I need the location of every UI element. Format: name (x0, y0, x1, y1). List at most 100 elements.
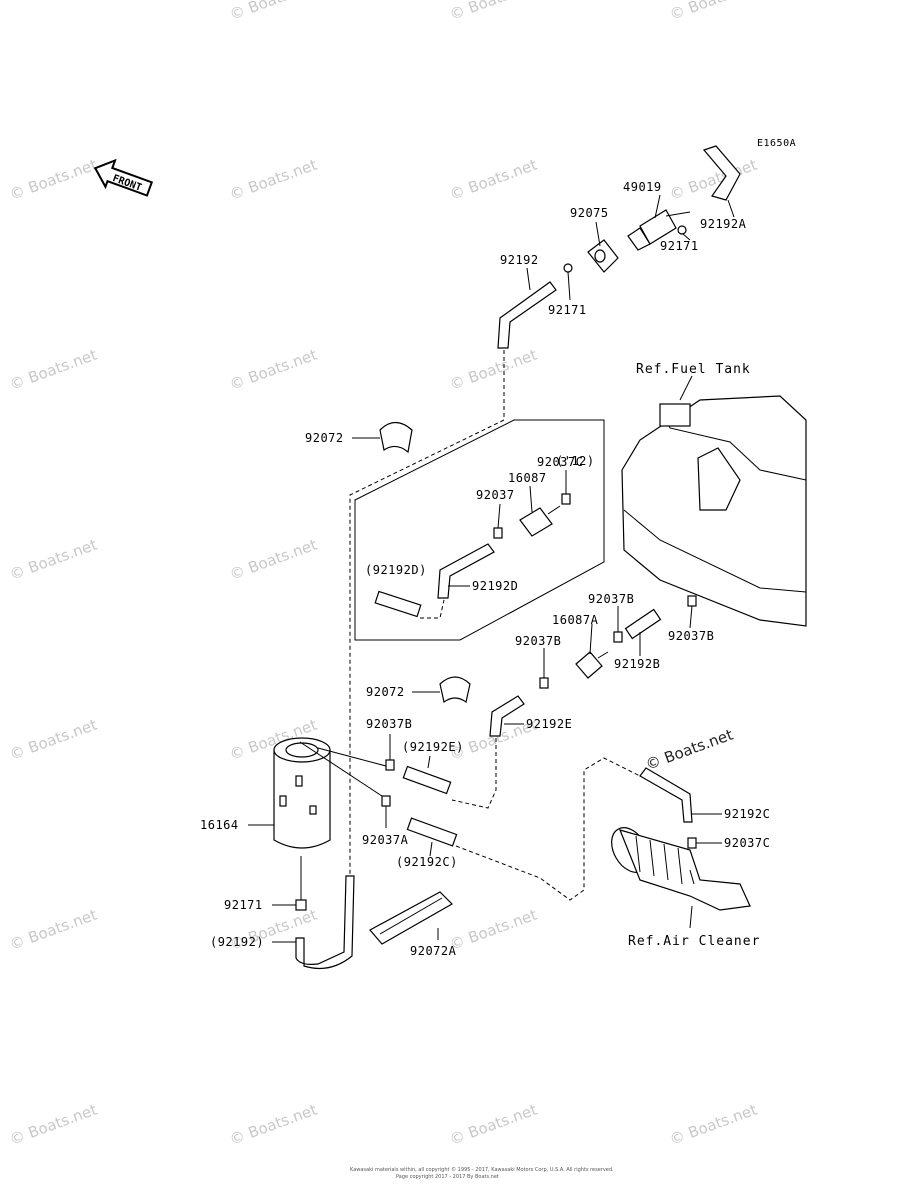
watermark: © Boats.net (447, 346, 539, 394)
watermark: © Boats.net (447, 906, 539, 954)
label-16087a: 16087A (552, 613, 599, 627)
leader-line (727, 199, 735, 218)
leader-line (682, 233, 691, 241)
fitting-92075 (587, 239, 619, 273)
label-92192e-paren: (92192E) (402, 740, 464, 754)
leader-line (567, 271, 571, 301)
label-92072-b: 92072 (366, 685, 405, 699)
bracket-92072a (369, 891, 453, 945)
air-cleaner-duct (611, 827, 751, 911)
label-92171-b: 92171 (548, 303, 587, 317)
watermark: © Boats.net (227, 346, 319, 394)
leader-line (595, 221, 601, 247)
watermark: © Boats.net (667, 0, 759, 24)
valve-16087a (575, 651, 609, 679)
clamp-92171-c (295, 899, 307, 911)
front-arrow-icon: FRONT (93, 158, 154, 197)
clamp-band-92072-b (439, 676, 471, 704)
leader-line (429, 841, 433, 857)
label-92171-a: 92171 (660, 239, 699, 253)
watermark: © Boats.net (667, 1101, 759, 1149)
label-92037b-b: 92037B (588, 592, 634, 606)
hose-92192-bottom (295, 875, 355, 969)
label-16087: 16087 (508, 471, 547, 485)
label-92192a: 92192A (700, 217, 747, 231)
valve-16087 (519, 505, 561, 537)
footer-copyright: Kawasaki materials within, all copyright… (350, 1166, 614, 1173)
hose-92192e-piece (402, 765, 452, 795)
label-92192b: 92192B (614, 657, 660, 671)
label-92192e: 92192E (526, 717, 572, 731)
label-92171-c: 92171 (224, 898, 263, 912)
watermark: © Boats.net (227, 1101, 319, 1149)
hose-92192d (437, 543, 495, 599)
label-92072-a: 92072 (305, 431, 344, 445)
leader-line (679, 375, 693, 401)
watermark: © Boats.net (227, 0, 319, 24)
leader-line (689, 905, 693, 929)
watermark: © Boats.net (447, 1101, 539, 1149)
label-92192d: 92192D (472, 579, 518, 593)
label-92192d-paren: (92192D) (365, 563, 427, 577)
label-92192c: 92192C (724, 807, 770, 821)
watermark: © Boats.net (447, 156, 539, 204)
label-49019: 49019 (623, 180, 662, 194)
watermark: © Boats.net (227, 156, 319, 204)
hose-92192a (702, 145, 741, 201)
hose-92192c-piece (406, 817, 458, 847)
routing-line (349, 350, 505, 880)
leader-line (589, 623, 593, 655)
label-92037c-shown: 92037C (537, 455, 583, 469)
label-92037b-d: 92037B (366, 717, 412, 731)
label-92072a: 92072A (410, 944, 457, 958)
label-92037b-a: 92037B (515, 634, 561, 648)
watermark: © Boats.net (7, 536, 99, 584)
label-16164: 16164 (200, 818, 239, 832)
routing-line (420, 599, 445, 619)
hose-92192d-piece (374, 590, 422, 618)
watermark-prominent: © Boats.net (643, 726, 735, 774)
routing-line (455, 757, 641, 901)
leader-line (529, 485, 533, 513)
clamp-92037 (493, 527, 503, 539)
canister-16164 (273, 737, 389, 849)
footer-page-copyright: Page copyright 2017 - 2017 By Boats.net (396, 1174, 499, 1180)
diagram-code: E1650A (757, 138, 796, 149)
fuel-filter-49019 (627, 209, 691, 251)
variant-box (354, 419, 605, 641)
watermark: © Boats.net (7, 156, 99, 204)
hose-92192e (489, 695, 525, 737)
label-92037c-lower: 92037C (724, 836, 770, 850)
variant-year: ('12) (556, 454, 595, 468)
watermark: © Boats.net (227, 536, 319, 584)
leader-line (427, 755, 431, 769)
label-92037a: 92037A (362, 833, 409, 847)
watermark: © Boats.net (7, 346, 99, 394)
clamp-92037c (687, 837, 697, 849)
label-92075: 92075 (570, 206, 609, 220)
label-92192c-paren: (92192C) (396, 855, 458, 869)
label-92192: 92192 (500, 253, 539, 267)
clamp-92037a (381, 795, 391, 807)
clamp-92037c-top (561, 493, 571, 505)
label-92192-paren: (92192) (210, 935, 264, 949)
clamp-92037b-d (385, 759, 395, 771)
leader-line (654, 194, 661, 219)
watermark: © Boats.net (7, 1101, 99, 1149)
ref-fuel-tank: Ref.Fuel Tank (636, 362, 751, 377)
watermark: © Boats.net (447, 0, 539, 24)
clamp-92037b-b (613, 631, 623, 643)
hose-92192c (639, 767, 693, 823)
label-92037: 92037 (476, 488, 515, 502)
clamp-band-92072-a (379, 421, 413, 454)
watermark: © Boats.net (7, 716, 99, 764)
watermark: © Boats.net (7, 906, 99, 954)
fuel-tank (621, 395, 807, 627)
clamp-92037b-c (687, 595, 697, 607)
ref-air-cleaner: Ref.Air Cleaner (628, 934, 760, 949)
label-92037b-c: 92037B (668, 629, 714, 643)
clamp-92037b-a (539, 677, 549, 689)
hose-92192b (624, 608, 662, 640)
leader-line (526, 267, 531, 291)
